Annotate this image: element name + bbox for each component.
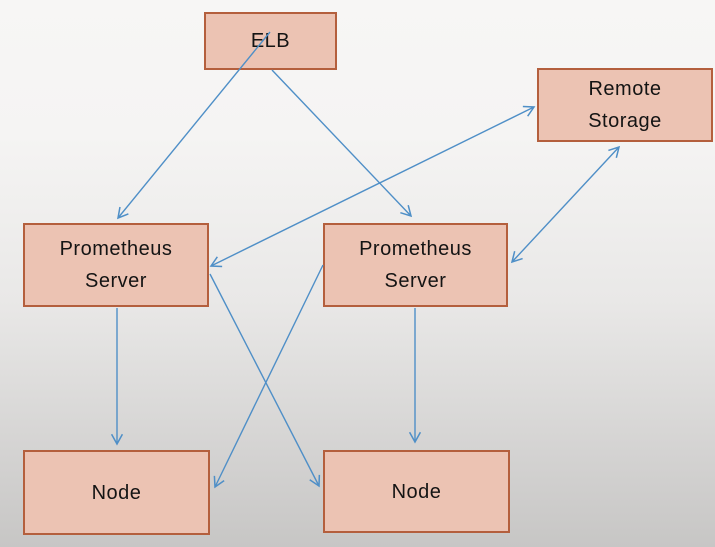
prometheus-server-right-label: Prometheus Server	[359, 238, 472, 292]
node-right-box: Node	[323, 450, 510, 533]
node-left-label: Node	[91, 481, 142, 504]
elb-box: ELB	[204, 12, 337, 70]
connector-prometheus-left-to-node-right	[209, 273, 321, 488]
connector-prometheus-right-to-node-left	[213, 264, 324, 489]
connector-prometheus-right-remote-storage	[510, 145, 621, 264]
remote-storage-label: Remote Storage	[588, 78, 662, 132]
elb-label: ELB	[250, 30, 291, 52]
prometheus-server-left-box: Prometheus Server	[23, 223, 209, 307]
node-left-box: Node	[23, 450, 210, 535]
node-right-label: Node	[391, 480, 442, 503]
remote-storage-box: Remote Storage	[537, 68, 713, 142]
prometheus-server-right-box: Prometheus Server	[323, 223, 508, 307]
prometheus-server-left-label: Prometheus Server	[59, 238, 173, 292]
connector-elb-to-prometheus-right	[271, 69, 413, 218]
